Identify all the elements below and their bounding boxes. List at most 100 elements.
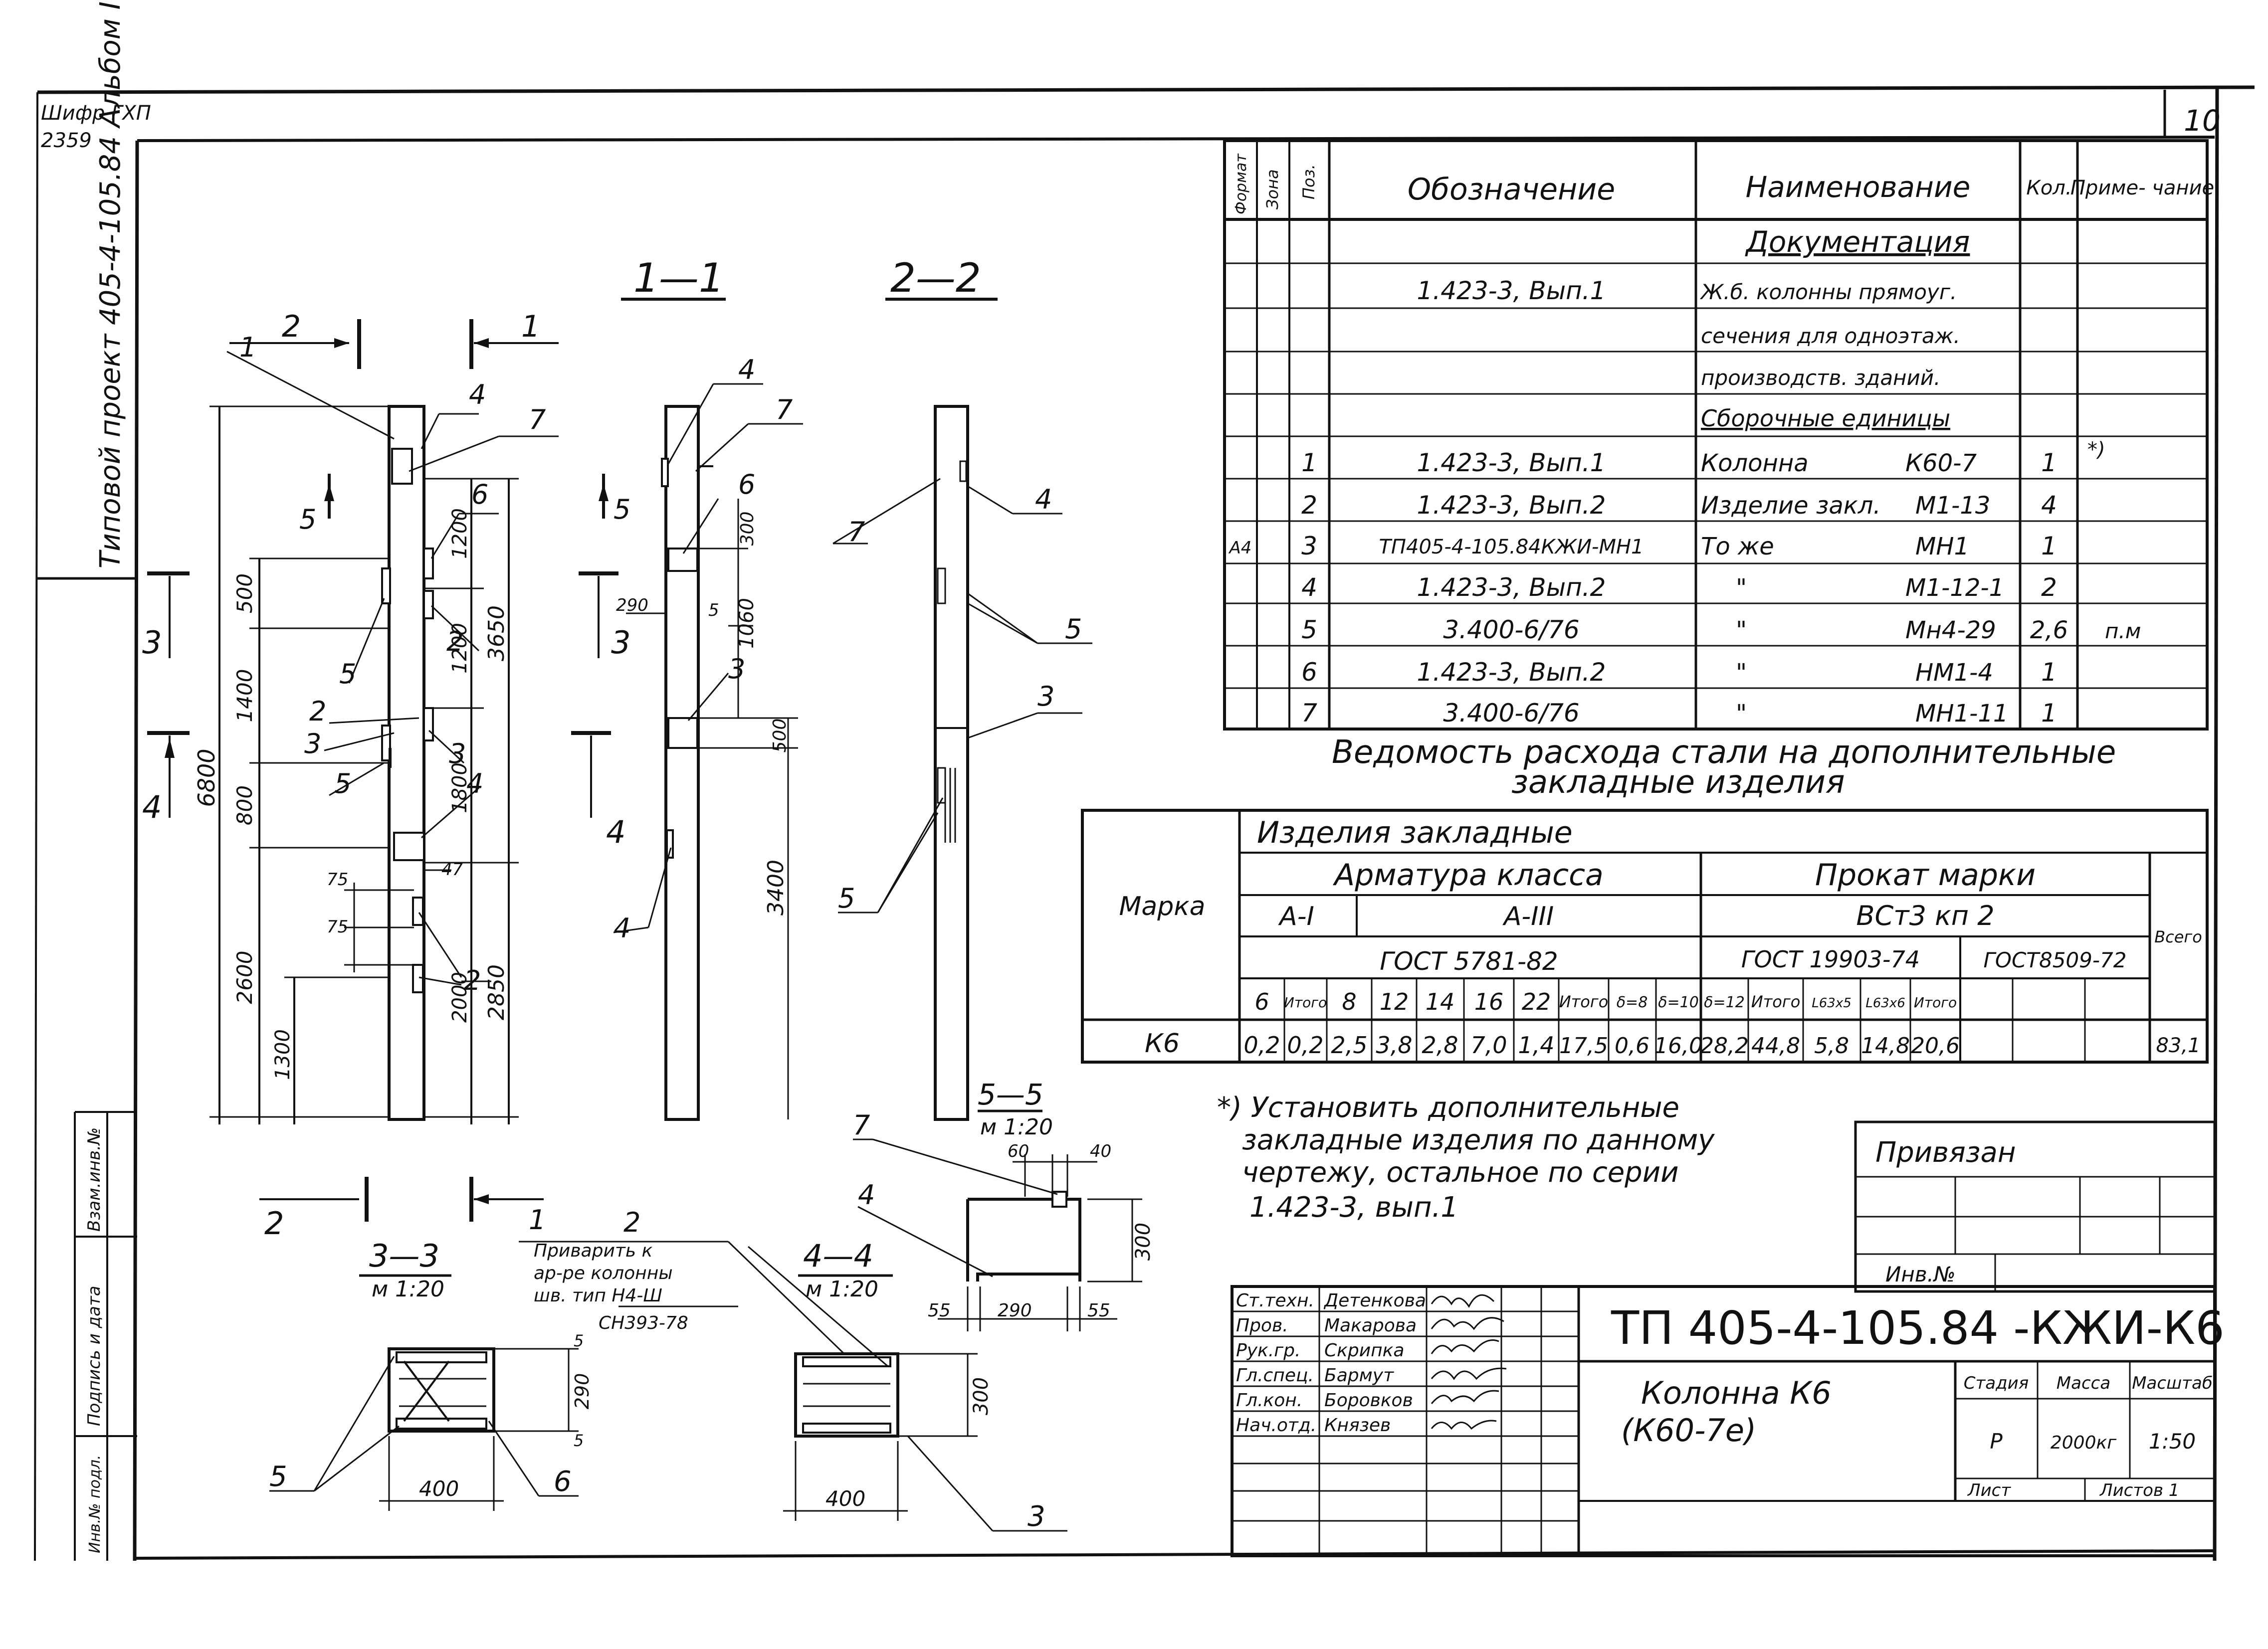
spec-row-qty: 1 — [2041, 448, 2057, 477]
side-label-replacement: Взам.инв.№ — [84, 1127, 104, 1232]
binding-inv: Инв.№ — [1885, 1262, 1956, 1286]
dim-800: 800 — [232, 785, 257, 825]
spec-row-note: *) — [2087, 438, 2105, 461]
spec-row-mark: М1-13 — [1915, 492, 1990, 520]
section-3-3-scale: м 1:20 — [372, 1277, 444, 1302]
spec-header-name: Наименование — [1746, 170, 1971, 204]
spec-row-name: " — [1736, 616, 1747, 644]
spec-row-name: " — [1736, 700, 1747, 728]
dim-5-a: 5 — [574, 1331, 584, 1350]
cut-mark-2-top: 2 — [282, 309, 301, 344]
dim-1300: 1300 — [271, 1029, 294, 1080]
steel-table: Ведомость расхода стали на дополнительны… — [1081, 734, 2209, 1064]
stamp-role-row-5: Гл.кон. Боровков — [1236, 1390, 1413, 1411]
steel-col-14: 14 — [1426, 988, 1455, 1015]
title-block: Ст.техн. Детенкова Пров. Макарова Рук.гр… — [1231, 1285, 2225, 1557]
spec-row-pos: 5 — [1301, 615, 1317, 644]
section-3-3-title: 3—3 — [369, 1238, 439, 1274]
s33-pos-5: 5 — [269, 1461, 287, 1493]
spec-row-mark: М1-12-1 — [1905, 574, 2004, 602]
spec-row-qty: 4 — [2041, 491, 2057, 520]
plate-pos7 — [391, 448, 413, 485]
spec-row-name: " — [1736, 659, 1747, 687]
section-3-3: 3—3 м 1:20 5 290 5 400 5 6 — [269, 1238, 593, 1511]
cut-mark-4-right: 4 — [606, 814, 625, 850]
s11-pos-3: 3 — [728, 653, 745, 685]
spec-row-mark: НМ1-4 — [1915, 659, 1993, 687]
dim-290: 290 — [616, 595, 648, 615]
spec-header-pos: Поз. — [1299, 164, 1318, 199]
steel-value: 2,8 — [1422, 1032, 1458, 1059]
steel-value: 0,6 — [1615, 1033, 1649, 1059]
steel-value: 7,0 — [1470, 1032, 1507, 1059]
dim-1200-b: 1200 — [448, 623, 471, 674]
section-5-5-scale: м 1:20 — [980, 1114, 1053, 1140]
cut-mark-3-right: 3 — [611, 624, 630, 661]
elev-pos-3a: 3 — [304, 728, 321, 759]
steel-head-mark: Марка — [1119, 892, 1205, 921]
steel-col-d8: δ=8 — [1617, 994, 1648, 1011]
cut-mark-1-bottom: 1 — [529, 1204, 546, 1236]
s11-pos-4b: 4 — [614, 913, 630, 944]
spec-header-format: Формат — [1233, 153, 1250, 214]
stamp-role-row-2: Пров. Макарова — [1236, 1315, 1417, 1336]
plate-pos6 — [423, 548, 434, 579]
elev-pos-3b: 3 — [449, 738, 466, 769]
sheet-number: 10 — [2184, 104, 2221, 138]
dim-3650: 3650 — [484, 605, 509, 661]
steel-col-l63x6: L63х6 — [1865, 996, 1905, 1011]
s22-pos-4: 4 — [1035, 484, 1052, 515]
s22-pos-3: 3 — [1037, 681, 1054, 712]
stamp-role: Гл.спец. — [1236, 1365, 1314, 1386]
dim-2850: 2850 — [484, 964, 509, 1020]
dim-1400: 1400 — [232, 669, 257, 723]
steel-value-total: 83,1 — [2156, 1034, 2200, 1057]
stamp-name: Макарова — [1324, 1315, 1417, 1336]
steel-col-22: 22 — [1522, 988, 1551, 1015]
spec-row-mark: МН1 — [1915, 533, 1969, 560]
stamp-role: Нач.отд. — [1236, 1415, 1316, 1436]
steel-head-total: Всего — [2154, 927, 2202, 946]
spec-row-pos: 7 — [1301, 699, 1317, 728]
s22-pos-5a: 5 — [1065, 613, 1082, 645]
spec-table: Формат Зона Поз. Обозначение Наименовани… — [1223, 139, 2214, 731]
steel-row-k6: К6 0,2 0,2 2,5 3,8 2,8 7,0 1,4 17,5 0,6 … — [1145, 1029, 2201, 1059]
steel-col-l63x5: L63х5 — [1812, 996, 1852, 1011]
dim-290-c: 290 — [571, 1373, 593, 1410]
spec-row-pos: 3 — [1301, 532, 1317, 560]
section-4-4: 4—4 м 1:20 300 400 3 — [748, 1238, 1067, 1533]
spec-header-zone: Зона — [1263, 169, 1282, 209]
steel-row-mark: К6 — [1145, 1029, 1180, 1059]
code-label: Шифр ГХП — [41, 102, 151, 125]
steel-value: 5,8 — [1814, 1033, 1849, 1059]
plate-pos2-c — [412, 964, 424, 993]
spec-row-5: 5 3.400-6/76 " Мн4-29 2,6 п.м — [1301, 615, 2141, 644]
dim-75-a: 75 — [327, 870, 348, 890]
stamp-mass-header: Масса — [2057, 1373, 2110, 1393]
s55-pos-7: 7 — [853, 1109, 870, 1141]
spec-row-designation: 3.400-6/76 — [1443, 699, 1579, 728]
stamp-role-row-6: Нач.отд. Князев — [1236, 1415, 1391, 1436]
spec-row-1: 1 1.423-3, Вып.1 Колонна К60-7 1 *) — [1301, 438, 2105, 477]
spec-row-qty: 1 — [2041, 532, 2057, 560]
dim-55-a: 55 — [928, 1300, 951, 1321]
elev-pos-4a: 4 — [469, 379, 486, 410]
plate-pos2-a — [423, 590, 434, 619]
weld-note-line-2: ар-ре колонны — [534, 1263, 673, 1283]
stamp-title-line-1: Колонна К6 — [1641, 1375, 1832, 1411]
spec-doc-section: Документация — [1745, 225, 1970, 259]
spec-row-4: 4 1.423-3, Вып.2 " М1-12-1 2 — [1301, 573, 2057, 602]
section-4-4-scale: м 1:20 — [806, 1277, 878, 1302]
s44-pos-3: 3 — [1028, 1500, 1045, 1533]
weld-note-pos: 2 — [623, 1207, 640, 1238]
s11-pos-4a: 4 — [738, 354, 755, 385]
elev-pos-5a: 5 — [339, 658, 356, 690]
cut-mark-2-bottom: 2 — [264, 1205, 284, 1242]
steel-head-gost1: ГОСТ 5781-82 — [1380, 947, 1558, 976]
stamp-scale: 1:50 — [2149, 1429, 2196, 1454]
signatures — [1431, 1294, 1507, 1430]
stamp-mass: 2000кг — [2051, 1433, 2117, 1453]
section-4-4-title: 4—4 — [803, 1238, 873, 1274]
steel-col-16: 16 — [1474, 988, 1504, 1015]
